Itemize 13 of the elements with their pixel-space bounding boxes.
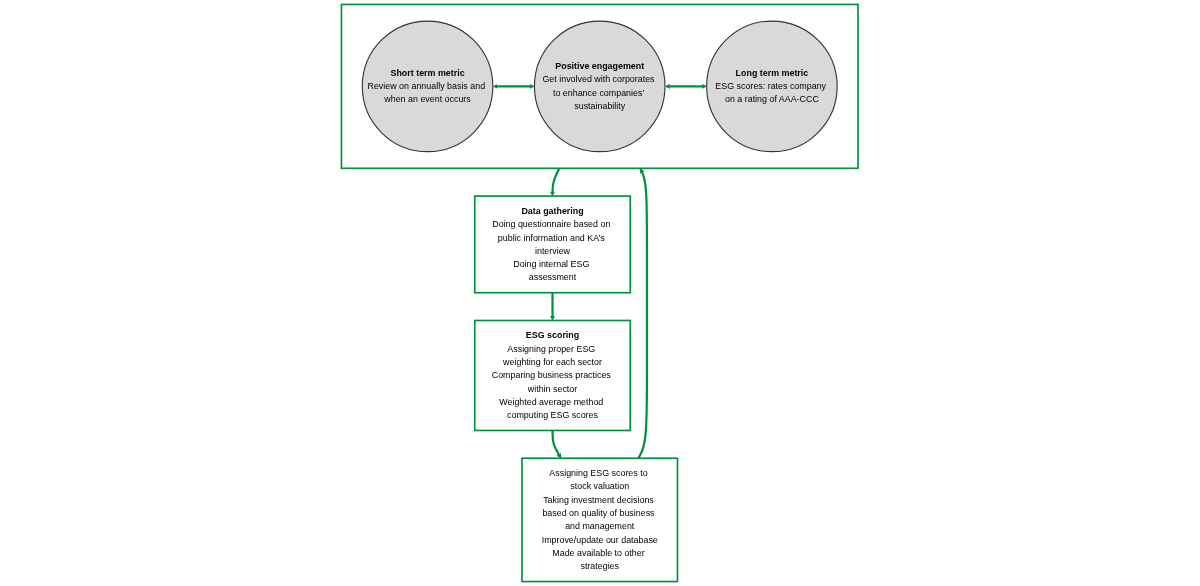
node-circle: Long term metric ESG scores: rates company on a rating of AAA-CCC: [706, 20, 838, 153]
node-box: ESG scoring Assigning proper ESG weighting for each sector Comparing business practices within sector Weighted average method computing ESG scores: [474, 319, 632, 432]
arrow: [493, 83, 535, 89]
node-circle: Positive engagement Get involved with corporates to enhance companies’ sustainability: [534, 20, 666, 153]
arrow: [551, 430, 562, 459]
arrow: [637, 168, 649, 459]
cluster: [340, 3, 860, 170]
arrow: [550, 292, 556, 321]
node-box: Data gathering Doing questionnaire based on public information and KA’s interview Doing internal ESG assessment: [474, 195, 632, 294]
arrow: [665, 83, 708, 89]
arrow: [550, 167, 561, 197]
node-box: Assigning ESG scores to stock valuation Taking investment decisions based on quality of business and management Improve/update our database Made available to other strategies: [521, 457, 679, 583]
node-circle: Short term metric Review on annually basis and when an event occurs: [362, 20, 494, 153]
